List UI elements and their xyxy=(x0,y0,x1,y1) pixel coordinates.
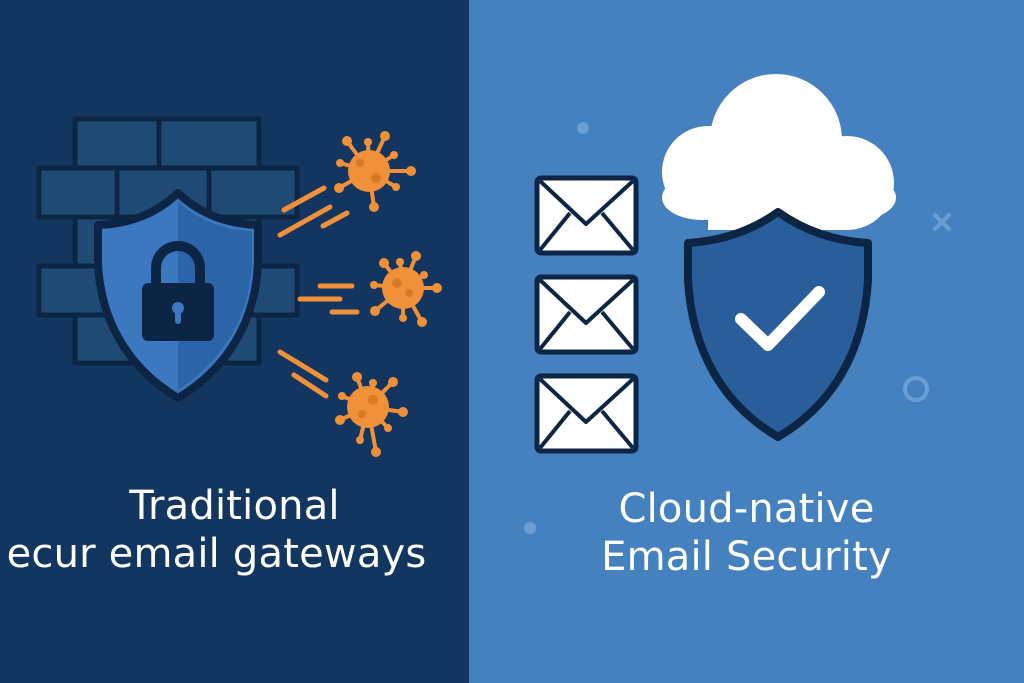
decorative-dots xyxy=(524,122,951,534)
virus-icon xyxy=(370,251,442,327)
shield-check-icon xyxy=(684,208,872,441)
motion-streaks xyxy=(277,185,360,399)
envelope-icon xyxy=(534,175,639,256)
cloud-native-title-line2: Email Security xyxy=(601,534,892,580)
envelope-icon xyxy=(534,373,639,454)
cloud-native-title-line1: Cloud-native xyxy=(618,486,875,532)
cloud-native-title: Cloud-native Email Security xyxy=(469,485,1024,581)
cloud-icon xyxy=(662,74,896,230)
traditional-title: Traditional ecur email gateways xyxy=(0,482,469,578)
virus-icon xyxy=(334,131,416,212)
traditional-title-line1: Traditional xyxy=(129,483,340,529)
virus-icon xyxy=(335,372,408,457)
envelope-icon xyxy=(534,274,639,355)
traditional-title-line2: ecur email gateways xyxy=(6,531,427,577)
padlock-icon xyxy=(142,241,214,341)
